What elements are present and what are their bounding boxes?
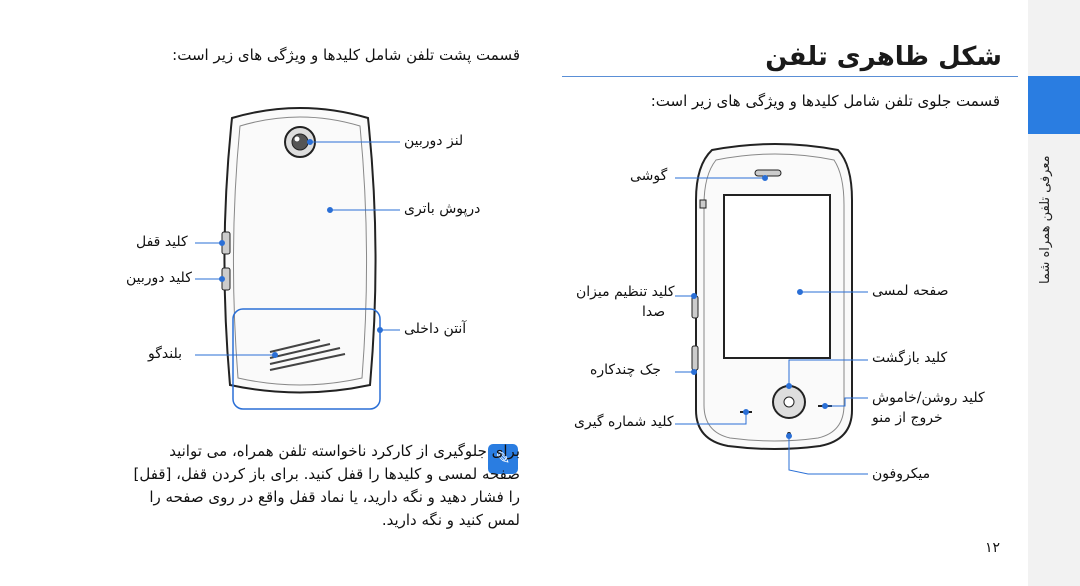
- label-camera-lens: لنز دوربین: [404, 133, 464, 149]
- label-lock-key: کلید قفل: [136, 234, 188, 250]
- note-line-3: را فشار دهید و نگه دارید، یا نماد قفل وا…: [149, 488, 520, 506]
- note-line-2: صفحه لمسی و کلیدها را قفل کنید. برای باز…: [133, 465, 520, 483]
- label-earpiece: گوشی: [630, 168, 668, 184]
- label-multifunction-jack: جک چندکاره: [590, 362, 661, 378]
- label-speaker: بلندگو: [148, 346, 183, 362]
- chapter-tab: [1028, 76, 1080, 134]
- display-shape: [723, 194, 831, 359]
- speaker-grill: [269, 339, 346, 371]
- label-battery-cover: درپوش باتری: [404, 201, 481, 217]
- note-line-4: لمس کنید و نگه دارید.: [381, 511, 520, 529]
- page-number: ۱۲: [985, 540, 1001, 556]
- page-title: شکل ظاهری تلفن: [765, 42, 1002, 72]
- label-power-key-2: خروج از منو: [872, 410, 943, 426]
- title-divider: [562, 76, 1018, 77]
- label-camera-key: کلید دوربین: [126, 270, 192, 286]
- antenna-area: [232, 308, 381, 410]
- front-phone: [691, 143, 853, 450]
- back-caption: قسمت پشت تلفن شامل کلیدها و ویژگی های زی…: [172, 46, 520, 64]
- front-caption: قسمت جلوی تلفن شامل کلیدها و ویژگی های ز…: [650, 92, 1000, 110]
- label-volume-key-2: صدا: [642, 304, 666, 320]
- label-back-key: کلید بازگشت: [872, 350, 948, 366]
- label-power-key: کلید روشن/خاموش: [872, 390, 985, 406]
- label-dial-key: کلید شماره گیری: [574, 414, 674, 430]
- note-icon: ✎: [488, 444, 518, 474]
- label-microphone: میکروفون: [872, 466, 931, 482]
- back-phone: [221, 107, 381, 410]
- label-internal-antenna: آنتن داخلی: [404, 321, 467, 337]
- label-display: صفحه لمسی: [872, 283, 949, 299]
- note-line-1: برای جلوگیری از کارکرد ناخواسته تلفن همر…: [169, 442, 520, 460]
- label-volume-key: کلید تنظیم میزان: [576, 284, 675, 300]
